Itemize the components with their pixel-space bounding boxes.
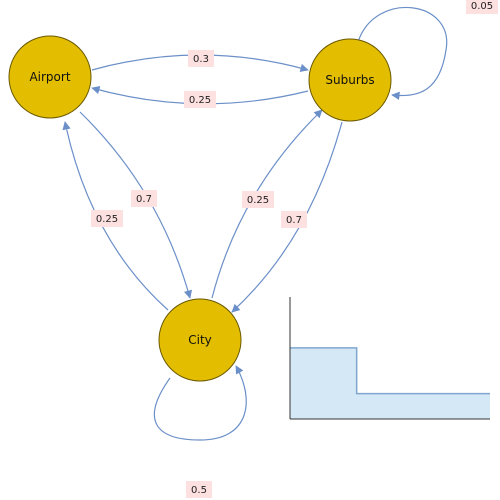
label-city-self: 0.5 (186, 481, 212, 498)
edge-suburbs-to-city (231, 121, 343, 313)
label-suburbs-self-text: 0.05 (471, 1, 493, 12)
edge-city-self-loop (153, 365, 247, 441)
label-suburbs-to-city-text: 0.7 (286, 215, 302, 226)
label-city-to-airport: 0.25 (91, 210, 123, 227)
edge-city-to-airport (62, 121, 169, 311)
label-city-to-suburbs: 0.25 (242, 191, 274, 208)
node-suburbs: Suburbs (308, 38, 392, 122)
label-airport-to-suburbs: 0.3 (188, 50, 214, 67)
label-suburbs-to-airport-text: 0.25 (189, 95, 211, 106)
edge-labels: 0.3 0.25 0.05 0.7 0.25 0.25 0.7 0.5 (91, 0, 498, 498)
inset-step-chart (289, 297, 490, 420)
label-airport-to-city-text: 0.7 (136, 194, 152, 205)
label-airport-to-city: 0.7 (131, 190, 157, 207)
chart-area-fill (290, 347, 490, 419)
label-city-self-text: 0.5 (191, 485, 207, 496)
label-suburbs-to-airport: 0.25 (184, 91, 216, 108)
label-airport-to-suburbs-text: 0.3 (193, 54, 209, 65)
node-airport-label: Airport (29, 70, 70, 84)
label-suburbs-self: 0.05 (466, 0, 498, 14)
label-suburbs-to-city: 0.7 (281, 211, 307, 228)
node-suburbs-label: Suburbs (325, 73, 374, 87)
chart-step-line (290, 347, 490, 395)
edge-suburbs-self-loop (357, 6, 448, 100)
node-city-label: City (188, 333, 212, 347)
node-city: City (158, 298, 242, 382)
node-airport: Airport (8, 35, 92, 119)
label-city-to-suburbs-text: 0.25 (247, 195, 269, 206)
label-city-to-airport-text: 0.25 (96, 214, 118, 225)
